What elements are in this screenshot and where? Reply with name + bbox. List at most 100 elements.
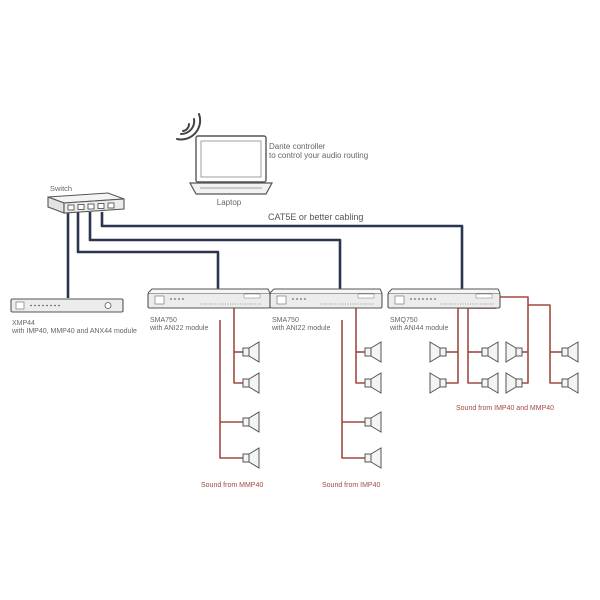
speaker-magnet [561, 378, 569, 388]
smq750-desc: with ANI44 module [389, 325, 448, 332]
speaker-magnet [364, 417, 372, 427]
speaker-magnet [439, 378, 447, 388]
speaker-magnet [515, 347, 523, 357]
speaker-icon-g3-6 [505, 372, 523, 394]
xmp44-name: XMP44 [12, 320, 35, 327]
speaker-line-group2-b [341, 320, 365, 459]
laptop-base [188, 182, 274, 195]
speaker-cone [505, 372, 517, 394]
xmp44-display [15, 301, 25, 310]
speaker-magnet [242, 378, 250, 388]
cabling-label: CAT5E or better cabling [268, 212, 363, 222]
speaker-magnet [242, 347, 250, 357]
speaker-cone [487, 372, 499, 394]
speaker-magnet [481, 347, 489, 357]
device-xmp44 [10, 298, 124, 313]
device-sma750-1 [147, 288, 271, 309]
smq750-badge [475, 293, 493, 299]
smq750-top [387, 288, 501, 294]
speaker-icon-g3-3 [481, 341, 499, 363]
device-sma750-2 [269, 288, 383, 309]
speaker-cone [248, 372, 260, 394]
cable-to-sma750-1 [76, 212, 220, 292]
speaker-cone [567, 372, 579, 394]
speaker-cone [505, 341, 517, 363]
speaker-icon-g2-3 [364, 411, 382, 433]
dante-note-line1: Dante controller [269, 142, 326, 151]
device-smq750 [387, 288, 501, 309]
speaker-magnet [364, 378, 372, 388]
sound-label-group1: Sound from MMP40 [201, 482, 263, 489]
speaker-cone [248, 341, 260, 363]
switch-label: Switch [50, 184, 72, 193]
sound-label-group2: Sound from IMP40 [322, 482, 380, 489]
speaker-icon-g3-5 [505, 341, 523, 363]
wifi-arc-medium [180, 118, 196, 136]
speaker-cone [429, 372, 441, 394]
speaker-line-group2-a [355, 300, 365, 384]
smq750-name: SMQ750 [390, 317, 418, 324]
speaker-icon-g3-2 [429, 372, 447, 394]
sma750-1-display [154, 295, 165, 305]
speaker-cone [429, 341, 441, 363]
speaker-line-group3-a [496, 296, 562, 384]
speaker-icon-g3-8 [561, 372, 579, 394]
laptop-label: Laptop [217, 198, 242, 207]
speaker-cone [487, 341, 499, 363]
network-switch [47, 192, 125, 214]
speaker-cone [370, 411, 382, 433]
speaker-line-group3-a-tap2 [522, 305, 529, 384]
sma750-2-badge [357, 293, 375, 299]
speaker-icon-g3-4 [481, 372, 499, 394]
dante-note-line2: to control your audio routing [269, 151, 368, 160]
speaker-line-group1-b [219, 320, 243, 459]
speaker-icon-g2-2 [364, 372, 382, 394]
speaker-icon-g1-2 [242, 372, 260, 394]
speaker-line-group1-a [233, 300, 243, 384]
speaker-icon-g1-1 [242, 341, 260, 363]
sma750-2-name: SMA750 [272, 317, 299, 324]
laptop-screen-inner [200, 140, 262, 178]
switch-port [87, 203, 95, 210]
speaker-cone [248, 447, 260, 469]
sma750-2-top [269, 288, 383, 294]
speaker-magnet [242, 453, 250, 463]
speaker-line-group3-b-tap2 [446, 307, 496, 384]
speaker-icon-g1-3 [242, 411, 260, 433]
switch-port [77, 204, 85, 210]
xmp44-rack-unit [10, 298, 124, 313]
speaker-cone [370, 372, 382, 394]
laptop [188, 135, 274, 195]
speaker-cone [567, 341, 579, 363]
speaker-icon-g3-1 [429, 341, 447, 363]
speaker-magnet [561, 347, 569, 357]
xmp44-desc: with IMP40, MMP40 and ANX44 module [11, 328, 137, 335]
switch-port [107, 202, 115, 209]
speaker-magnet [481, 378, 489, 388]
switch-port [97, 203, 105, 209]
network-cables [66, 212, 464, 298]
sma750-2-desc: with ANI22 module [271, 325, 330, 332]
speaker-line-group3-b [467, 297, 497, 384]
sma750-2-display [276, 295, 287, 305]
speaker-icon-g3-7 [561, 341, 579, 363]
cable-to-sma750-2 [88, 212, 342, 292]
sound-label-group3: Sound from IMP40 and MMP40 [456, 405, 554, 412]
wifi-signal-icon [176, 113, 202, 141]
speaker-cone [370, 447, 382, 469]
xmp44-knob [104, 302, 112, 309]
speaker-lines [219, 296, 562, 459]
speakers [242, 341, 579, 469]
sma750-1-name: SMA750 [150, 317, 177, 324]
speaker-icon-g2-4 [364, 447, 382, 469]
sma750-1-desc: with ANI22 module [149, 325, 208, 332]
cable-to-smq750 [100, 212, 464, 292]
speaker-cone [248, 411, 260, 433]
wifi-arc-large [176, 113, 202, 141]
smq750-display [394, 295, 405, 305]
speaker-cone [370, 341, 382, 363]
speaker-icon-g1-4 [242, 447, 260, 469]
speaker-magnet [364, 347, 372, 357]
speaker-magnet [242, 417, 250, 427]
